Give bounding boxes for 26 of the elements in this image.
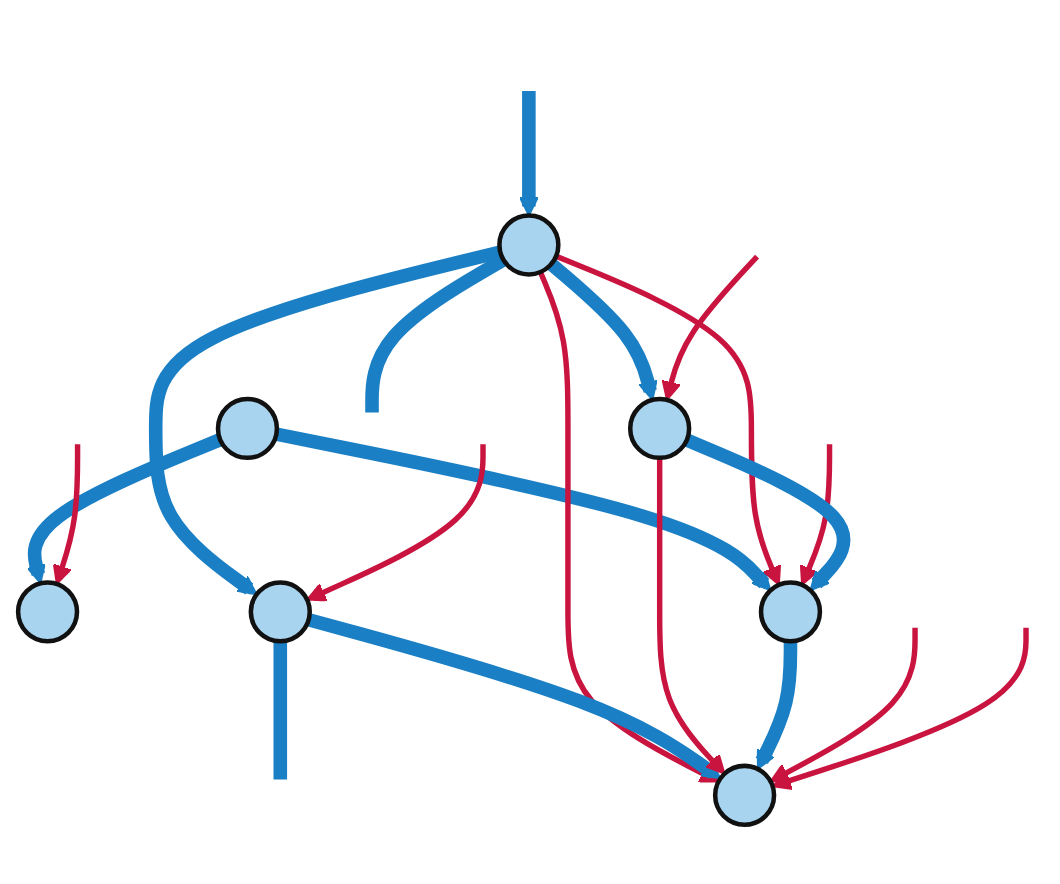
- arrow: [684, 433, 851, 592]
- arrow: [306, 444, 486, 602]
- connector: [273, 641, 288, 780]
- connector: [365, 253, 507, 413]
- arrow: [275, 427, 772, 592]
- arrow: [148, 245, 502, 596]
- node-circle: [712, 763, 777, 828]
- arrow: [656, 457, 726, 775]
- arrow: [537, 270, 720, 783]
- arrow: [755, 641, 798, 770]
- node-circle: [215, 396, 280, 461]
- arrow: [26, 433, 223, 585]
- node-circle: [497, 213, 561, 277]
- arrow: [771, 627, 1029, 791]
- node-circle: [627, 396, 692, 461]
- arrow: [661, 254, 760, 401]
- arrow: [799, 444, 833, 586]
- arrow: [546, 258, 658, 401]
- arrow: [555, 253, 782, 586]
- arrow: [518, 90, 539, 217]
- node-circle: [758, 580, 823, 644]
- arrow: [306, 613, 722, 780]
- arrow: [769, 627, 918, 783]
- arrow: [52, 444, 81, 585]
- node-circle: [248, 580, 312, 644]
- node-circle: [15, 580, 80, 644]
